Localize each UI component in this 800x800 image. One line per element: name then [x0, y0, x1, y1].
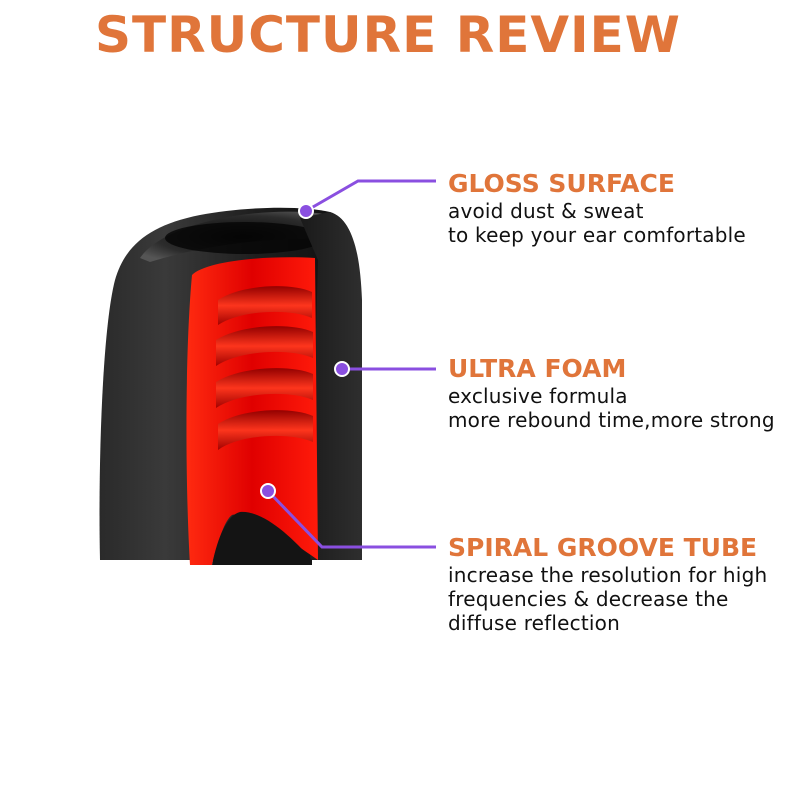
callout-heading: GLOSS SURFACE	[448, 169, 675, 198]
leader-line-gloss	[305, 179, 436, 213]
leader-dot-gloss	[298, 203, 314, 219]
callout-text: diffuse reflection	[448, 611, 620, 635]
page-title: STRUCTURE REVIEW	[95, 6, 681, 64]
leader-dot-tube	[260, 483, 276, 499]
tube-bottom-opening	[212, 511, 312, 565]
callout-gloss-surface: GLOSS SURFACE avoid dust & sweat to keep…	[448, 169, 798, 247]
leader-line-tube	[266, 489, 436, 549]
callout-text: avoid dust & sweat	[448, 199, 644, 223]
leader-dot-foam	[334, 361, 350, 377]
callout-text: more rebound time,more strong	[448, 408, 775, 432]
callout-ultra-foam: ULTRA FOAM exclusive formula more reboun…	[448, 354, 798, 432]
callout-text: increase the resolution for high	[448, 563, 768, 587]
callout-text: frequencies & decrease the	[448, 587, 729, 611]
callout-text: exclusive formula	[448, 384, 628, 408]
groove-rings	[216, 286, 313, 450]
callout-text: to keep your ear comfortable	[448, 223, 746, 247]
callout-spiral-groove-tube: SPIRAL GROOVE TUBE increase the resoluti…	[448, 533, 798, 635]
callout-heading: ULTRA FOAM	[448, 354, 627, 383]
callout-heading: SPIRAL GROOVE TUBE	[448, 533, 758, 562]
top-opening	[165, 222, 325, 254]
